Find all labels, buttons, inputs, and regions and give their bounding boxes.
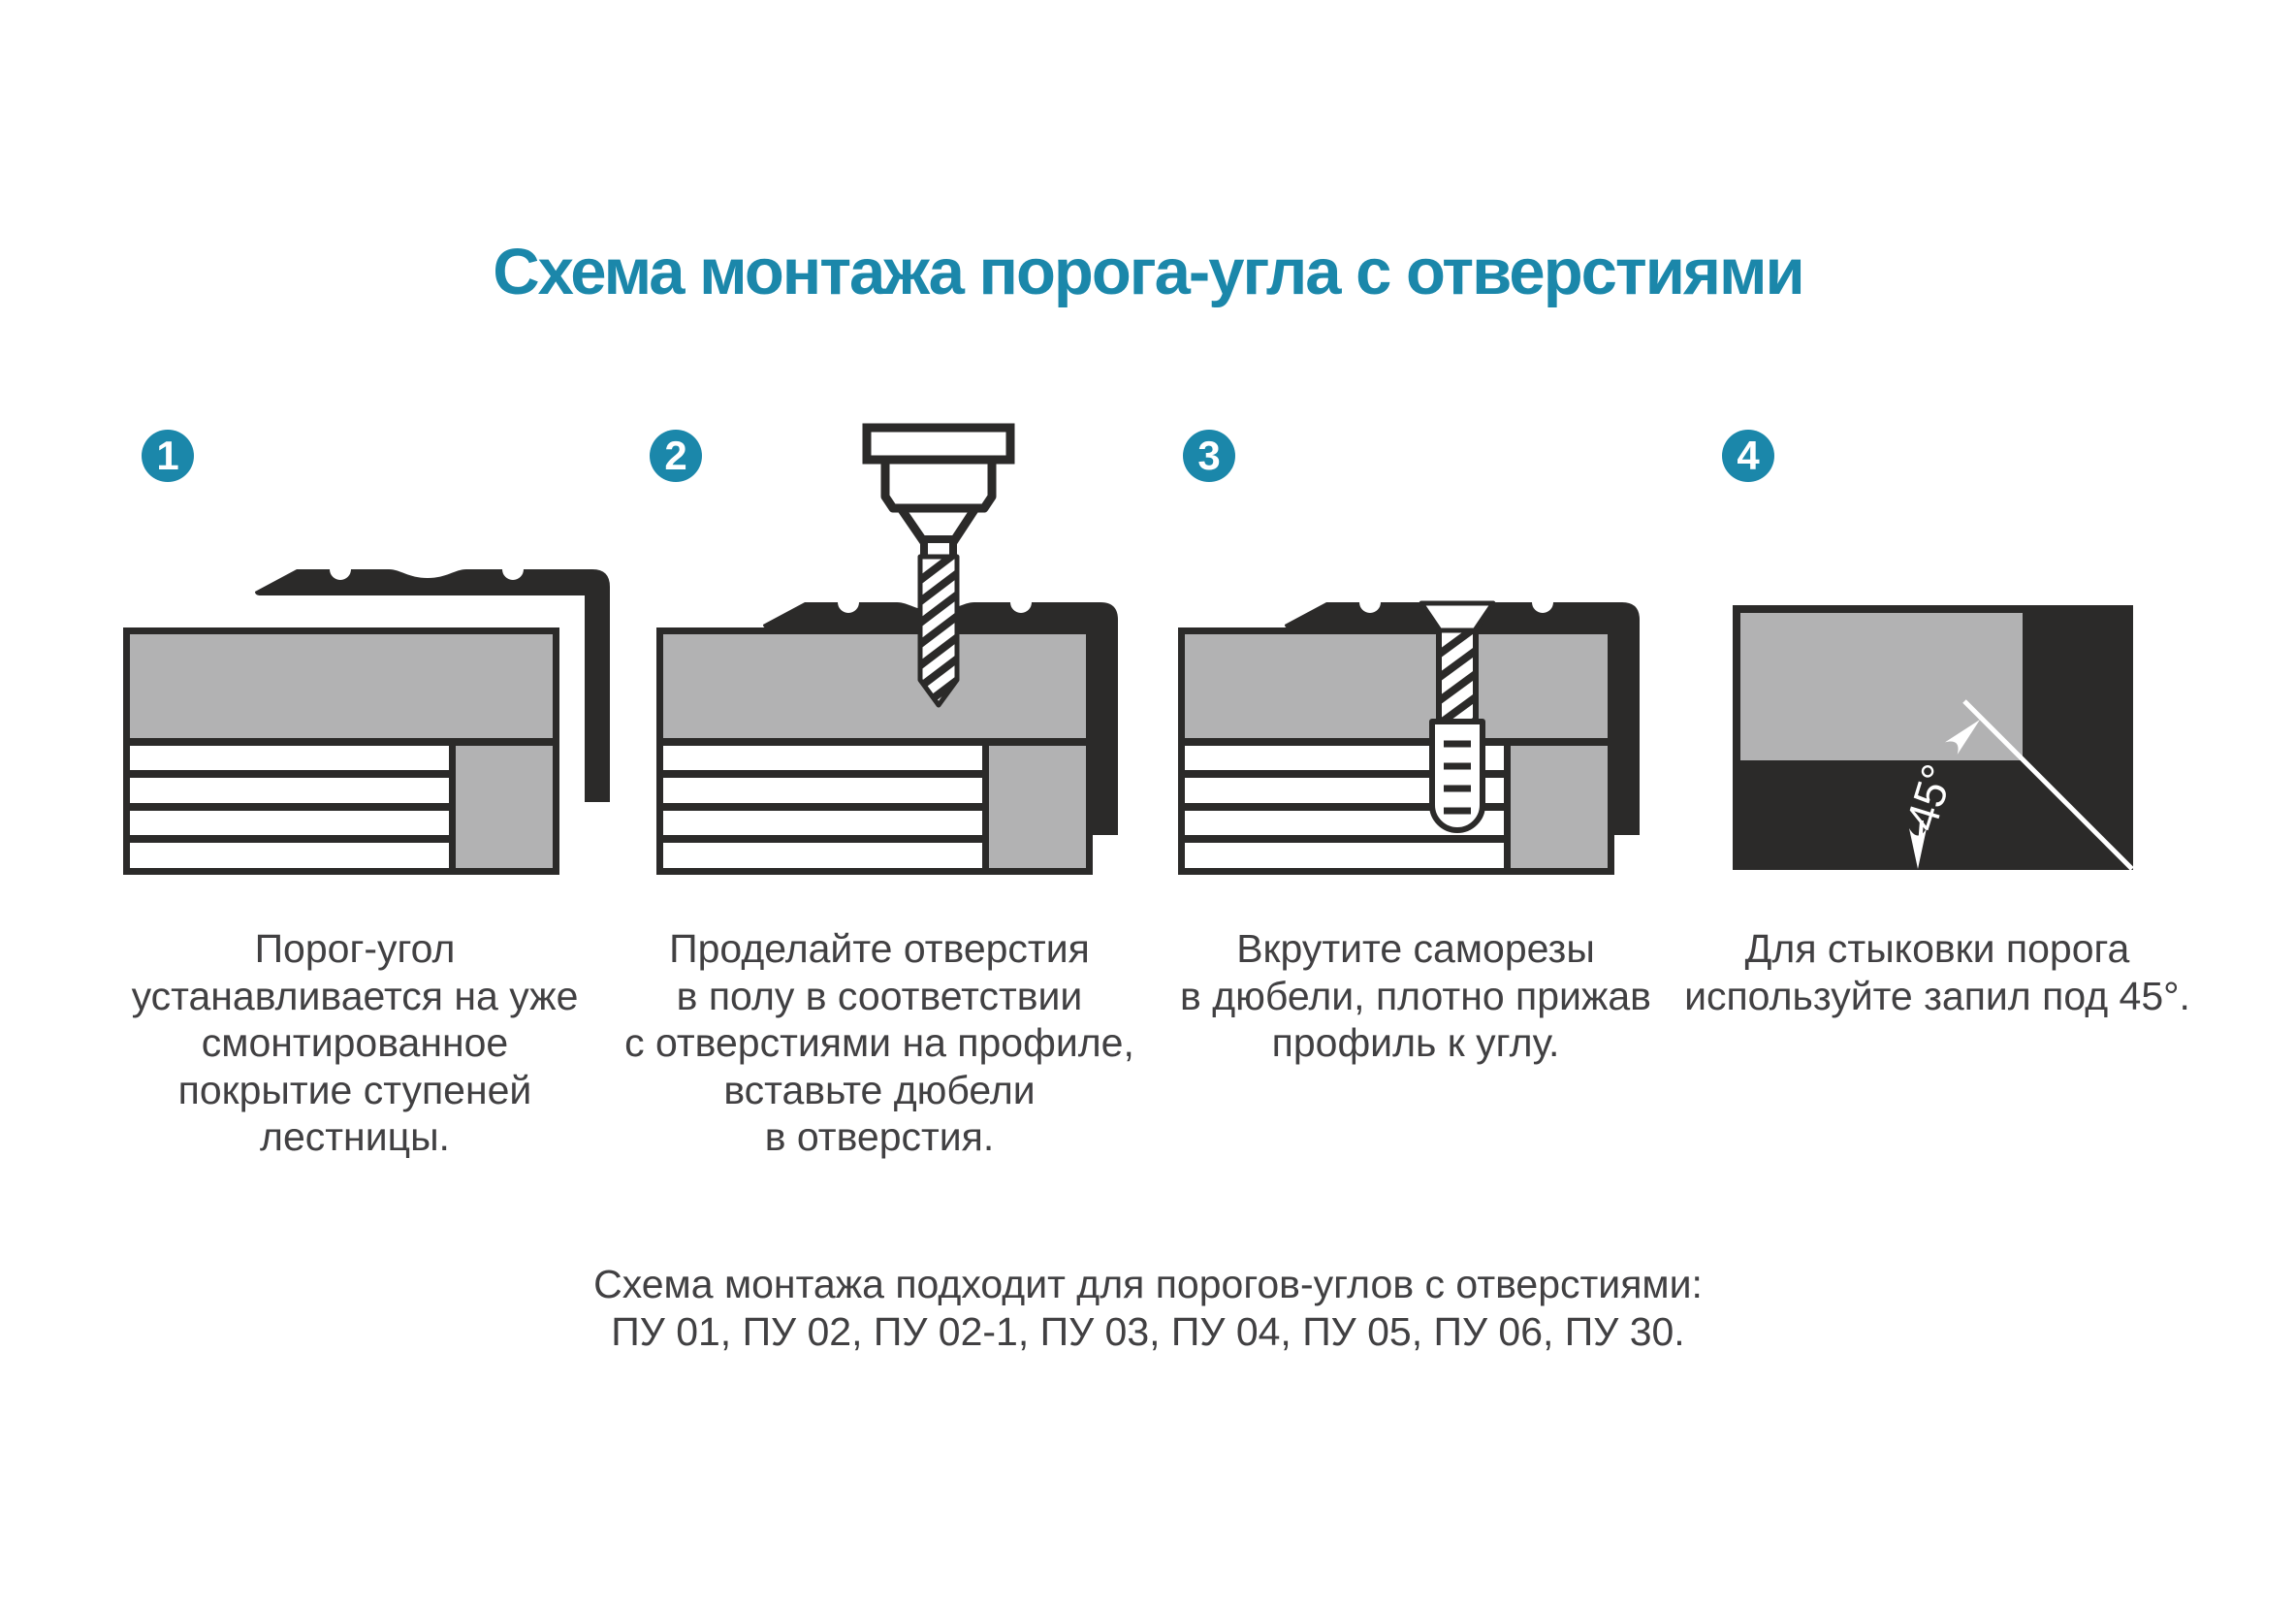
step-3-illustration [1178, 600, 1640, 875]
footer-line-2: ПУ 01, ПУ 02, ПУ 02-1, ПУ 03, ПУ 04, ПУ … [611, 1308, 1685, 1354]
step-4-number-badge: 4 [1722, 430, 1774, 482]
step-1-illustration [123, 569, 610, 875]
step-3-caption: Вкрутите саморезы в дюбели, плотно прижа… [1180, 926, 1651, 1065]
step-2-number-badge: 2 [650, 430, 702, 482]
step-3-number-badge: 3 [1183, 430, 1235, 482]
stair-cross-section [123, 627, 559, 875]
miter-cut-line [1962, 699, 2134, 871]
angle-arrow-down-icon [1909, 820, 1927, 869]
floor-covering-area [1740, 613, 2023, 760]
stair-cross-section [656, 627, 1093, 875]
step-2-illustration [656, 423, 1118, 875]
miter-joint-diagram: 45° [1733, 605, 2134, 871]
step-2-caption: Проделайте отверстия в полу в соответств… [624, 926, 1134, 1159]
step-4-illustration: 45° [1733, 605, 2134, 871]
drill-icon [862, 423, 1015, 708]
footer-note: Схема монтажа подходит для порогов-углов… [0, 1261, 2296, 1355]
stair-cross-section [1178, 627, 1614, 875]
step-4-caption: Для стыковки порога используйте запил по… [1684, 926, 2190, 1018]
step-1-number-badge: 1 [142, 430, 194, 482]
dowel-icon [1429, 719, 1485, 833]
page-title: Схема монтажа порога-угла с отверстиями [493, 236, 1804, 308]
screw-icon [1419, 600, 1496, 724]
footer-line-1: Схема монтажа подходит для порогов-углов… [593, 1262, 1703, 1306]
step-1-caption: Порог-угол устанавливается на уже смонти… [131, 926, 579, 1159]
